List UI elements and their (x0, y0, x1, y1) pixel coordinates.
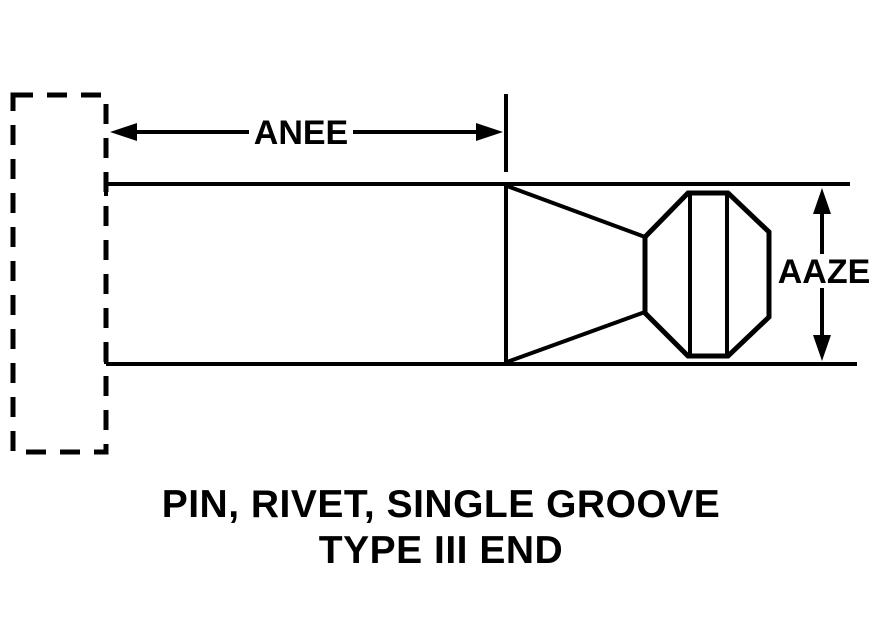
arrowhead-right-icon (476, 123, 503, 141)
length-dimension-label: ANEE (254, 114, 348, 152)
drawing-linework (10, 92, 857, 455)
pin-head-hidden-outline (10, 92, 109, 455)
end-octagon-outline (642, 190, 772, 359)
taper-bottom-line (506, 310, 646, 364)
arrowhead-left-icon (110, 123, 137, 141)
arrowhead-down-icon (813, 335, 831, 361)
caption-line-2: TYPE III END (319, 529, 563, 572)
dimension-arrowheads (110, 123, 831, 361)
diameter-dimension-label: AAZE (778, 253, 871, 291)
drawing-labels: ANEE AAZE PIN, RIVET, SINGLE GROOVE TYPE… (162, 114, 871, 572)
caption-line-1: PIN, RIVET, SINGLE GROOVE (162, 483, 721, 526)
taper-top-line (506, 184, 646, 239)
arrowhead-up-icon (813, 188, 831, 214)
